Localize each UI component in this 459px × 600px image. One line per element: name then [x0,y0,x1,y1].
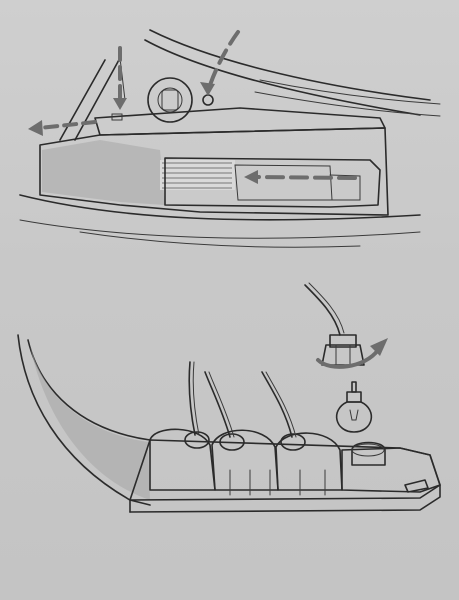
twist-arrow-icon [316,338,388,369]
removal-arrow-icon [28,30,357,184]
headlamp-housing-icon [19,29,441,248]
light-unit-icon [17,334,441,513]
bulb-icon [335,381,373,433]
bulb-holder-icon [304,282,365,366]
